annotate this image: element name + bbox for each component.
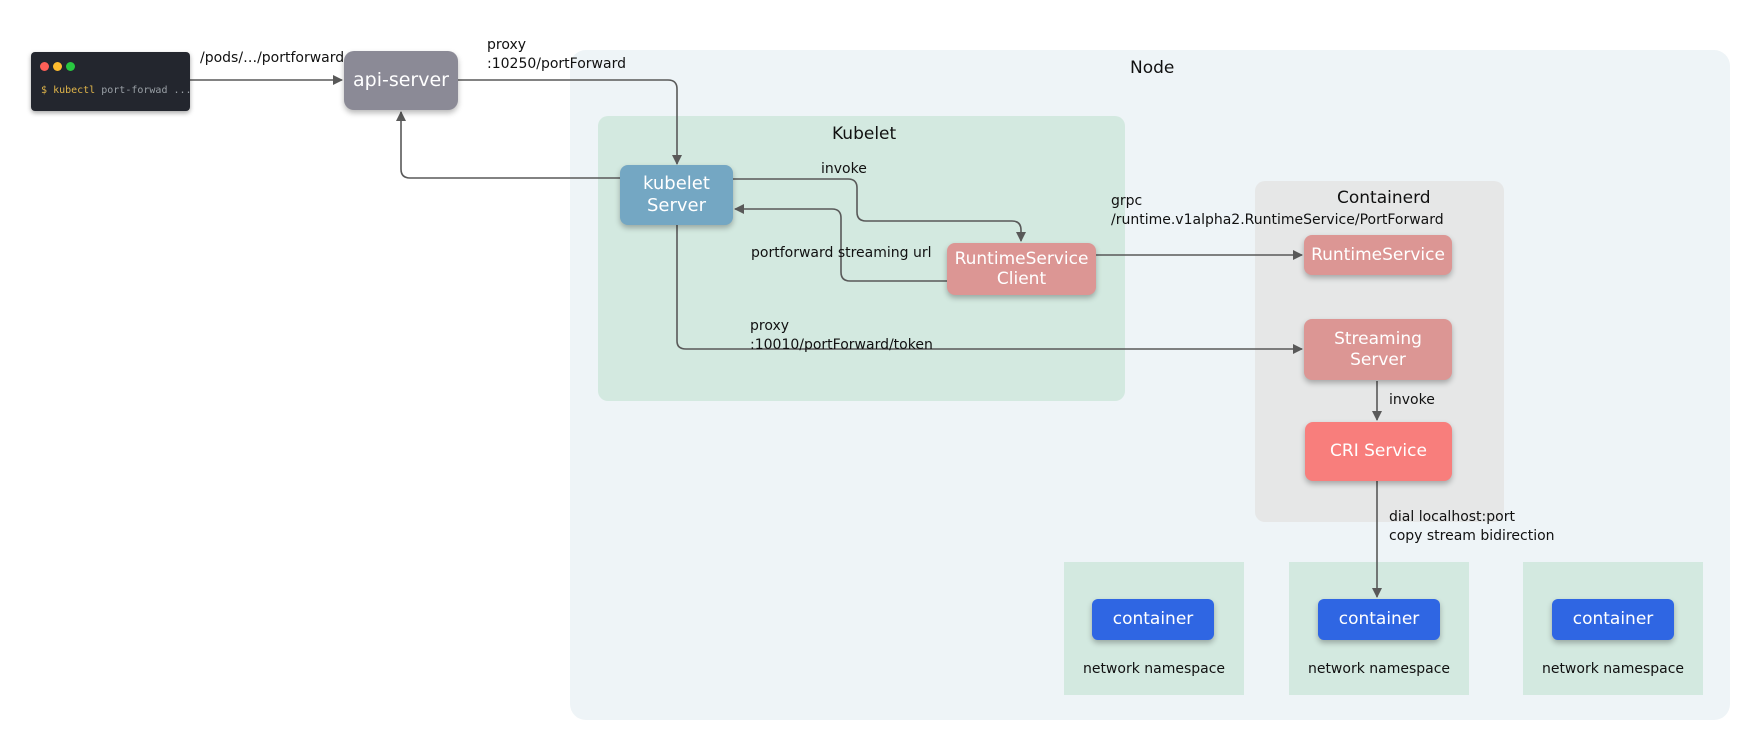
minimize-dot-icon (53, 62, 62, 71)
label-proxy-10250: proxy :10250/portForward (487, 37, 626, 72)
arrow-apiserver-to-kubelet (458, 79, 682, 165)
maximize-dot-icon (66, 62, 75, 71)
network-namespace-2: container network namespace (1289, 562, 1469, 695)
close-dot-icon (40, 62, 49, 71)
terminal-command: $ kubectl port-forwad ... (41, 85, 192, 96)
label-dial-localhost: dial localhost:port copy stream bidirect… (1389, 509, 1555, 544)
label-invoke-cri: invoke (1389, 392, 1435, 408)
container-box[interactable]: container (1552, 599, 1674, 640)
arrow-kubelet-invoke-client (733, 178, 1026, 242)
terminal-window[interactable]: $ kubectl port-forwad ... (31, 52, 192, 111)
arrow-client-to-kubelet-url (734, 204, 947, 282)
network-namespace-label: network namespace (1541, 661, 1685, 677)
label-grpc: grpc /runtime.v1alpha2.RuntimeService/Po… (1111, 193, 1444, 228)
runtime-service-client-box[interactable]: RuntimeService Client (947, 243, 1096, 295)
arrow-kubelet-to-apiserver (396, 111, 620, 179)
node-label: Node (1130, 58, 1175, 78)
network-namespace-label: network namespace (1307, 661, 1451, 677)
label-invoke-client: invoke (821, 161, 867, 177)
containerd-label: Containerd (1337, 188, 1431, 208)
container-box[interactable]: container (1318, 599, 1440, 640)
label-portforward-streaming-url: portforward streaming url (751, 245, 932, 261)
runtime-service-box[interactable]: RuntimeService (1304, 235, 1452, 275)
kubelet-label: Kubelet (832, 124, 897, 144)
streaming-server-box[interactable]: Streaming Server (1304, 319, 1452, 380)
network-namespace-1: container network namespace (1064, 562, 1244, 695)
network-namespace-label: network namespace (1082, 661, 1226, 677)
network-namespace-3: container network namespace (1523, 562, 1703, 695)
label-pods-portforward: /pods/…/portforward (200, 50, 345, 66)
container-box[interactable]: container (1092, 599, 1214, 640)
label-proxy-10010: proxy :10010/portForward/token (750, 318, 933, 353)
arrow-kubelet-to-streaming (676, 225, 1303, 354)
cri-service-box[interactable]: CRI Service (1305, 422, 1452, 481)
api-server-box[interactable]: api-server (344, 51, 458, 110)
kubelet-server-box[interactable]: kubelet Server (620, 165, 733, 225)
